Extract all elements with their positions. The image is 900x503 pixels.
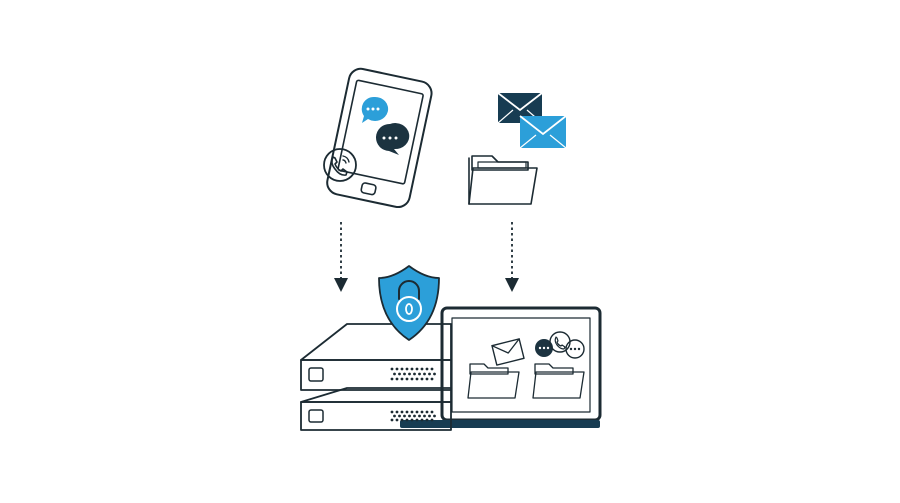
- server-unit: [300, 323, 452, 391]
- arrow-down-icon: [334, 222, 348, 292]
- server-icon: [300, 323, 452, 431]
- folder-icon: [532, 363, 585, 399]
- envelope-icon: [519, 115, 567, 149]
- chat-bubble-icon: [375, 123, 410, 155]
- arrow-down-icon: [505, 222, 519, 292]
- chat-bubble-icon: [535, 339, 553, 357]
- chat-bubble-icon: [361, 96, 389, 123]
- chat-bubble-icon: [565, 339, 585, 359]
- folder-icon: [467, 363, 520, 399]
- laptop-icon: [400, 306, 602, 428]
- server-unit: [300, 387, 452, 431]
- smartphone-icon: [323, 67, 433, 209]
- shield-lock-icon: [378, 265, 440, 341]
- folder-icon: [468, 155, 538, 205]
- phone-call-icon: [323, 148, 357, 182]
- envelope-icon: [491, 338, 525, 366]
